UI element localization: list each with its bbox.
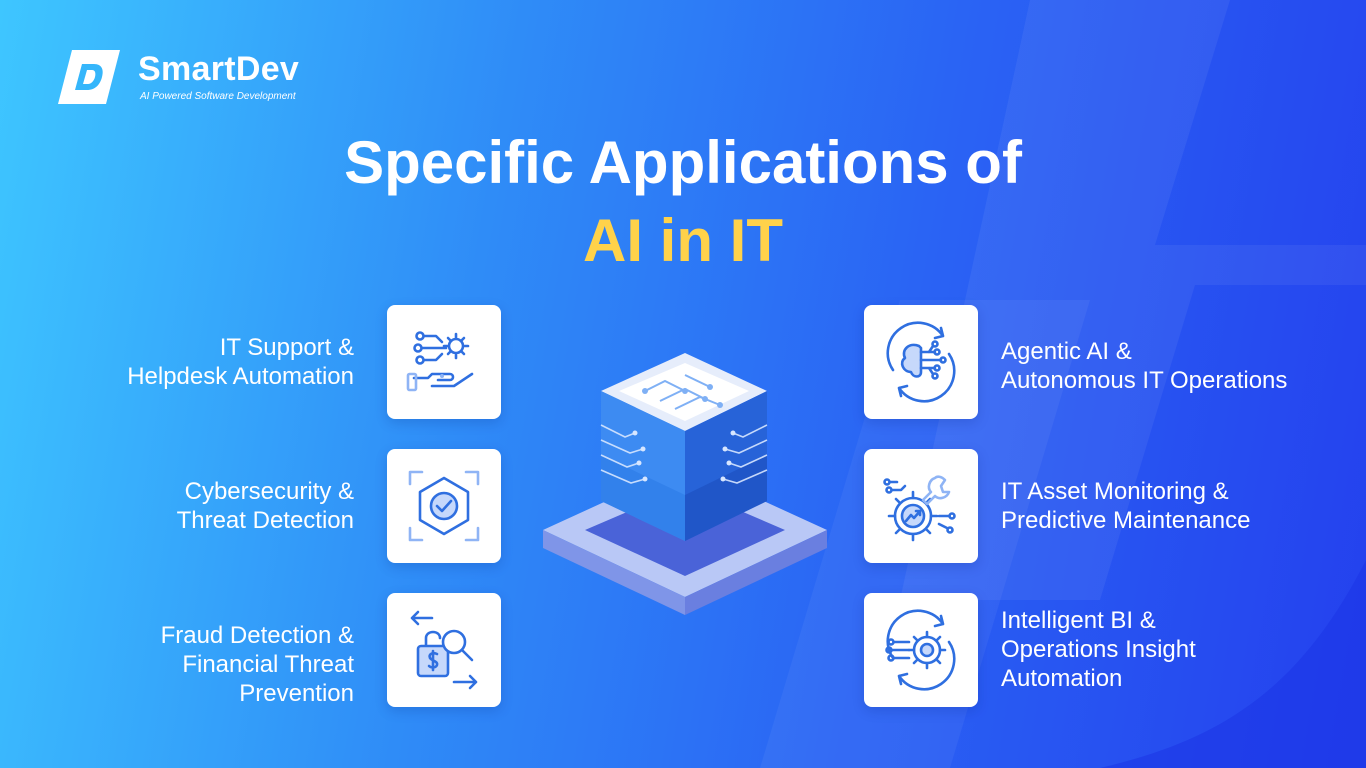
app-card-fraud-detection[interactable]: [387, 593, 501, 707]
ai-chip-illustration: [543, 353, 827, 615]
app-label-agentic-ai: Agentic AI & Autonomous IT Operations: [1001, 337, 1361, 395]
lock-dollar-search-icon: [410, 610, 478, 690]
page-title-line-1: Specific Applications of: [344, 129, 1022, 196]
ai-brain-icon: [886, 321, 956, 403]
app-label-text: Intelligent BI & Operations Insight Auto…: [1001, 607, 1196, 692]
app-label-intelligent-bi: Intelligent BI & Operations Insight Auto…: [1001, 606, 1361, 693]
app-card-agentic-ai[interactable]: [864, 305, 978, 419]
app-card-asset-monitoring[interactable]: [864, 449, 978, 563]
app-card-intelligent-bi[interactable]: [864, 593, 978, 707]
gear-cycle-icon: [885, 609, 956, 691]
app-label-text: IT Asset Monitoring & Predictive Mainten…: [1001, 478, 1251, 534]
brand-tagline: AI Powered Software Development: [140, 91, 296, 102]
app-card-cybersecurity[interactable]: [387, 449, 501, 563]
app-label-text: IT Support & Helpdesk Automation: [127, 334, 354, 390]
brand-name: SmartDev: [138, 50, 300, 88]
page-title-line-2: AI in IT: [583, 207, 783, 274]
app-card-it-support[interactable]: [387, 305, 501, 419]
app-label-it-support: IT Support & Helpdesk Automation: [0, 333, 354, 391]
app-label-cybersecurity: Cybersecurity & Threat Detection: [0, 477, 354, 535]
app-label-asset-monitoring: IT Asset Monitoring & Predictive Mainten…: [1001, 477, 1361, 535]
gear-hand-icon: [406, 331, 474, 392]
smartdev-logo-icon: [58, 50, 120, 104]
gear-wrench-icon: [883, 475, 956, 542]
app-label-text: Fraud Detection & Financial Threat Preve…: [160, 622, 354, 707]
app-label-text: Cybersecurity & Threat Detection: [176, 478, 354, 534]
app-label-text: Agentic AI & Autonomous IT Operations: [1001, 338, 1288, 394]
app-label-fraud-detection: Fraud Detection & Financial Threat Preve…: [0, 621, 354, 708]
brand-logo[interactable]: SmartDev AI Powered Software Development: [58, 48, 328, 108]
shield-check-icon: [408, 470, 480, 542]
